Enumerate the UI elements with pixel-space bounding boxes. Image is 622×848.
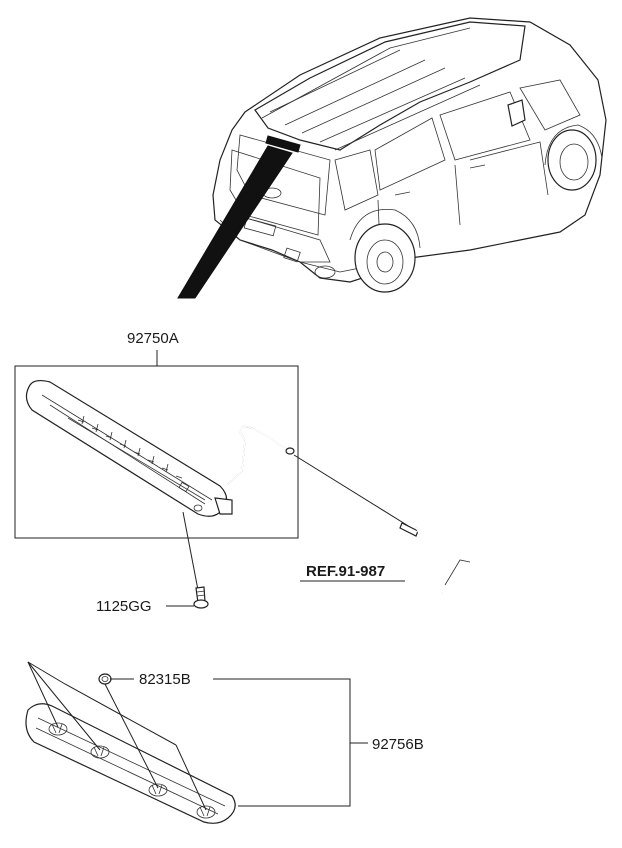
location-pointer: [177, 145, 293, 299]
lamp-cover: [25, 703, 236, 824]
high-mount-stop-lamp: [25, 379, 233, 517]
wiring-harness: [227, 425, 295, 485]
cover-callout-lines: [27, 661, 207, 811]
connector-reference-part: [399, 522, 471, 594]
label-lamp-assembly: 92750A: [127, 330, 179, 347]
label-screw: 1125GG: [96, 598, 152, 615]
label-reference: REF.91-987: [306, 563, 385, 580]
lamp-assembly-box: [14, 365, 299, 539]
cover-clip-seat: [90, 745, 110, 759]
label-clip: 82315B: [139, 671, 191, 688]
cover-clip-seat: [48, 722, 68, 736]
screw: [193, 586, 209, 609]
screw-leader-line: [182, 511, 199, 591]
cover-clip-seat: [148, 783, 168, 797]
label-cover: 92756B: [372, 736, 424, 753]
vehicle-illustration: [212, 17, 607, 293]
stop-lamp-location: [265, 135, 301, 153]
cover-clip-seat: [196, 805, 216, 819]
clip: [98, 673, 112, 685]
